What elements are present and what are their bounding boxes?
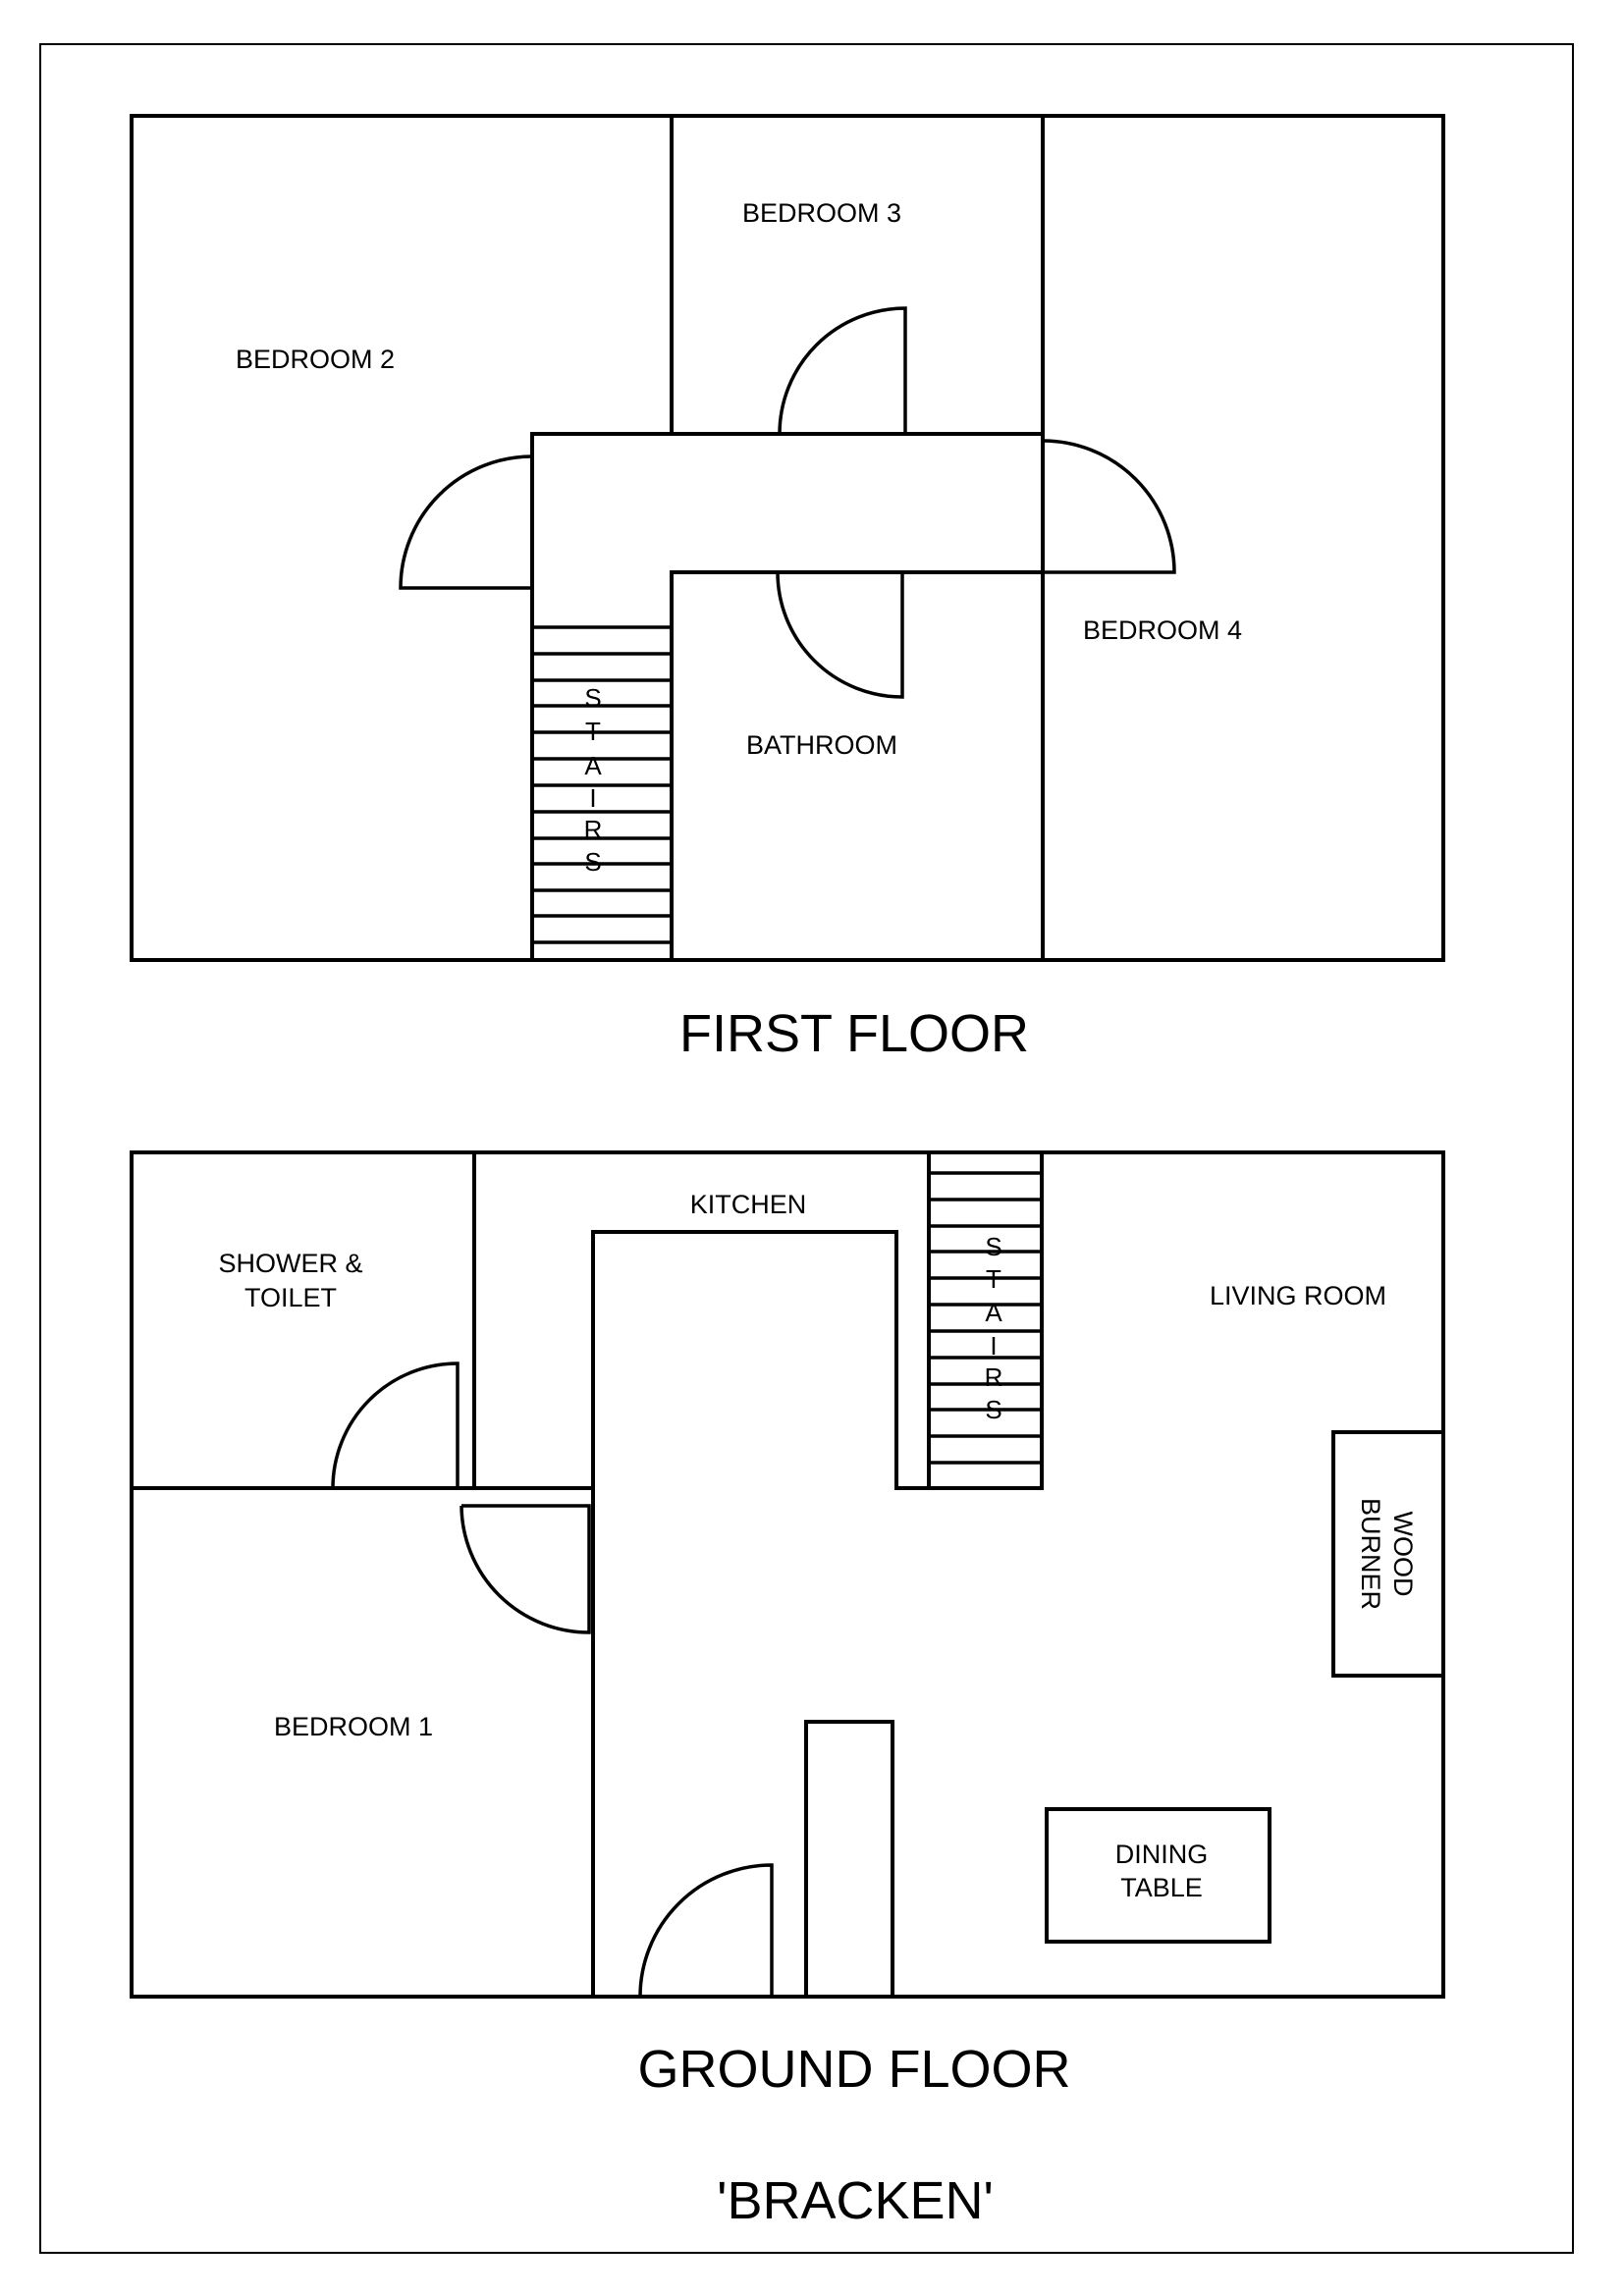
door-swing-icon-bathroom: [776, 571, 904, 699]
room-label-living-room: LIVING ROOM: [1210, 1281, 1386, 1310]
room-label-bedroom-3: BEDROOM 3: [742, 198, 901, 228]
fixture-label-wood: WOOD: [1388, 1512, 1418, 1597]
stairs-letter: S: [985, 1232, 1001, 1261]
stairs-letter: R: [584, 815, 603, 844]
room-label-shower-toilet: SHOWER &: [218, 1249, 362, 1278]
ground-floor-outer-wall: [130, 1150, 1445, 1999]
room-label-bedroom-4: BEDROOM 4: [1083, 615, 1242, 645]
door-swing-icon-bedroom-4: [1042, 439, 1176, 574]
stairs-letter: S: [584, 847, 601, 877]
first-floor-stairs: S T A I R S: [532, 625, 672, 944]
wood-burner: [1331, 1430, 1445, 1678]
ground-floor-stairs: S T A I R S: [927, 1150, 1044, 1490]
stairs-letter: T: [585, 717, 601, 746]
landing-wall-bottom: [670, 570, 1045, 962]
stairs-letter: I: [990, 1331, 997, 1361]
fixture-label-dining: DINING: [1115, 1840, 1209, 1869]
stairs-letter: S: [985, 1395, 1001, 1424]
stairs-letter: S: [584, 683, 601, 713]
door-swing-icon-bedroom-2: [399, 454, 533, 590]
room-label-bedroom-2: BEDROOM 2: [236, 345, 395, 374]
first-floor-outer-wall: [130, 114, 1445, 962]
stairs-letter: R: [985, 1362, 1003, 1392]
door-swing-icon-front-door: [638, 1863, 774, 1998]
landing-wall-top: [530, 432, 1045, 962]
fixture-label-burner: BURNER: [1356, 1498, 1385, 1610]
partition-block: [804, 1720, 894, 1999]
door-swing-icon-bedroom-3: [778, 306, 907, 435]
page-border: [39, 43, 1574, 2254]
ground-floor-title: GROUND FLOOR: [637, 2040, 1070, 2099]
fixture-label-table: TABLE: [1120, 1873, 1203, 1902]
ground-floor-plan: S T A I R S WOOD BURNER DINING TABLE SHO…: [130, 1150, 1445, 2099]
property-name: 'BRACKEN': [717, 2171, 994, 2230]
room-label-bathroom: BATHROOM: [746, 730, 897, 760]
stairs-letter: A: [584, 751, 602, 780]
door-swing-icon-bedroom-1: [460, 1504, 591, 1634]
stairs-letter: A: [985, 1298, 1002, 1327]
door-swing-icon-shower: [331, 1362, 460, 1489]
room-label-kitchen: KITCHEN: [690, 1190, 807, 1219]
kitchen-counter-wall: [591, 1230, 1044, 1999]
dining-table: [1045, 1807, 1271, 1944]
first-floor-title: FIRST FLOOR: [679, 1004, 1029, 1063]
room-label-bedroom-1: BEDROOM 1: [274, 1712, 433, 1741]
first-floor-plan: S T A I R S BEDROOM 2 BEDROOM 3 BEDROOM …: [130, 114, 1445, 1063]
room-label-shower-toilet-2: TOILET: [244, 1283, 337, 1312]
stairs-letter: T: [986, 1264, 1001, 1294]
stairs-letter: I: [589, 783, 596, 813]
